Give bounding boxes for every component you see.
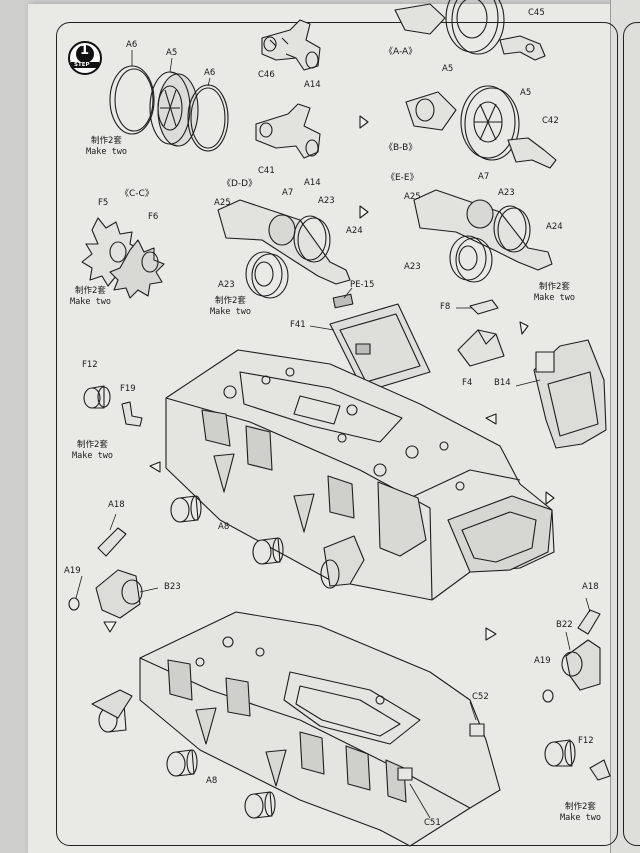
lower-hull	[139, 611, 501, 847]
label-a18-right: A18	[582, 582, 599, 592]
direction-arrows	[103, 115, 555, 641]
suspension-arm-c46	[261, 19, 321, 71]
label-a19-right: A19	[534, 656, 551, 666]
housing-b14	[533, 339, 607, 449]
label-a14-mid: A14	[304, 178, 321, 188]
idler-mount-left	[68, 527, 143, 619]
subassembly-a-a: 《A-A》	[384, 47, 418, 57]
make-two-note-dd: 制作2套 Make two	[210, 296, 251, 318]
idler-mount-right	[542, 609, 611, 781]
assembly-e-e	[413, 189, 553, 283]
make-two-cn: 制作2套	[539, 282, 570, 292]
label-a7-dd: A7	[282, 188, 294, 198]
label-f6: F6	[148, 212, 159, 222]
make-two-en: Make two	[534, 293, 575, 303]
label-a23-ee-bot: A23	[404, 262, 421, 272]
step-frame	[56, 22, 618, 846]
make-two-cn: 制作2套	[565, 802, 596, 812]
hubs-lower	[91, 689, 287, 819]
label-a23-ee-top: A23	[498, 188, 515, 198]
step-word: STEP	[74, 62, 90, 68]
make-two-note-f12: 制作2套 Make two	[72, 440, 113, 462]
label-a6-right: A6	[204, 68, 216, 78]
label-a6-left: A6	[126, 40, 138, 50]
make-two-en: Make two	[86, 147, 127, 157]
make-two-note-sprocket: 制作2套 Make two	[70, 286, 111, 308]
make-two-cn: 制作2套	[91, 136, 122, 146]
hubs-upper	[170, 453, 365, 589]
subassembly-c-c: 《C-C》	[120, 189, 154, 199]
drive-sprocket	[81, 217, 165, 299]
next-page-edge	[610, 0, 640, 853]
make-two-note-right: 制作2套 Make two	[560, 802, 601, 824]
label-f41: F41	[290, 320, 306, 330]
label-f8: F8	[440, 302, 451, 312]
label-c41: C41	[258, 166, 275, 176]
label-f12-left: F12	[82, 360, 98, 370]
road-wheel-pair-a5	[109, 65, 229, 152]
make-two-en: Make two	[210, 307, 251, 317]
label-b23: B23	[164, 582, 181, 592]
label-c51: C51	[424, 818, 441, 828]
subassembly-e-e: 《E-E》	[386, 173, 419, 183]
label-a5-top: A5	[166, 48, 178, 58]
make-two-en: Make two	[70, 297, 111, 307]
label-f5: F5	[98, 198, 109, 208]
label-f12-right: F12	[578, 736, 594, 746]
label-a18-left: A18	[108, 500, 125, 510]
label-f4: F4	[462, 378, 473, 388]
step-badge-icon	[68, 41, 102, 75]
assembly-a-a	[394, 0, 546, 61]
plate-f41	[329, 293, 431, 393]
upper-hull	[165, 349, 555, 601]
label-a24-ee: A24	[546, 222, 563, 232]
label-c46: C46	[258, 70, 275, 80]
label-a23-dd-top: A23	[318, 196, 335, 206]
label-c45: C45	[528, 8, 545, 18]
label-b14: B14	[494, 378, 511, 388]
make-two-cn: 制作2套	[77, 440, 108, 450]
label-c52: C52	[472, 692, 489, 702]
label-a8-upper: A8	[218, 522, 230, 532]
assembly-b-b	[405, 85, 557, 169]
label-c42: C42	[542, 116, 559, 126]
suspension-arm-c41	[255, 103, 321, 159]
label-a7-ee: A7	[478, 172, 490, 182]
subassembly-d-d: 《D-D》	[222, 179, 258, 189]
label-b22: B22	[556, 620, 573, 630]
make-two-note-ee: 制作2套 Make two	[534, 282, 575, 304]
assembly-d-d	[217, 199, 351, 299]
make-two-en: Make two	[560, 813, 601, 823]
label-a23-dd-bot: A23	[218, 280, 235, 290]
label-a5-bb: A5	[520, 88, 532, 98]
make-two-cn: 制作2套	[215, 296, 246, 306]
make-two-en: Make two	[72, 451, 113, 461]
label-a19-left: A19	[64, 566, 81, 576]
step-number: 1	[80, 43, 90, 58]
subassembly-b-b: 《B-B》	[384, 143, 418, 153]
label-f19: F19	[120, 384, 136, 394]
make-two-note-wheel: 制作2套 Make two	[86, 136, 127, 158]
leader-lines	[75, 50, 591, 819]
part-f12-f19	[83, 385, 143, 427]
part-f4-f8	[457, 299, 505, 367]
label-a5-aa: A5	[442, 64, 454, 74]
label-a14-top: A14	[304, 80, 321, 90]
step-badge: 1 STEP	[67, 40, 103, 76]
make-two-cn: 制作2套	[75, 286, 106, 296]
label-pe15: PE-15	[350, 280, 375, 290]
label-a24-dd: A24	[346, 226, 363, 236]
label-a25-dd: A25	[214, 198, 231, 208]
label-a25-ee: A25	[404, 192, 421, 202]
label-a8-lower: A8	[206, 776, 218, 786]
